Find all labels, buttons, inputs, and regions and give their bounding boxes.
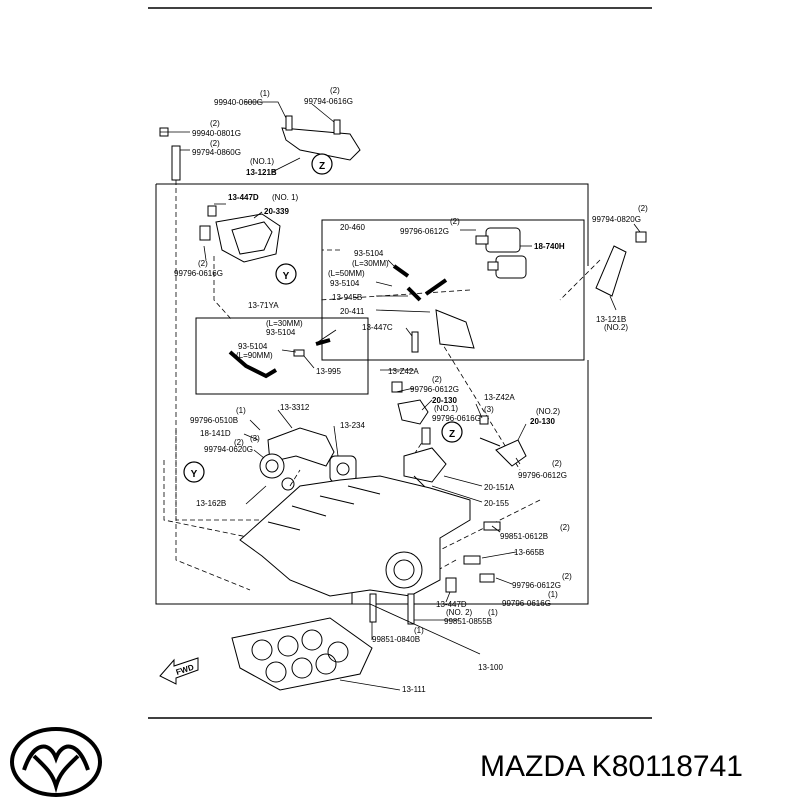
label-qty: (NO.2) [604,323,628,332]
label-qty: (3) [484,405,494,414]
label-qty: (L=90MM) [236,351,273,360]
label-qty: (2) [560,523,570,532]
parts-linework [159,115,647,691]
label-qty: (2) [432,375,442,384]
mazda-logo-icon [10,727,102,797]
label-qty: (L=30MM) [352,259,389,268]
part-label: 20-130 [530,417,555,426]
part-label: 99796-0616G [174,269,223,278]
part-label: 13-111 [402,685,426,694]
stud-part [369,593,377,623]
part-label: 13-100 [478,663,503,672]
fwd-arrow: FWD [159,657,199,685]
part-label: 99851-0840B [372,635,420,644]
label-qty: (2) [198,259,208,268]
part-label: 99794-0820G [592,215,641,224]
part-label: 13-447C [362,323,393,332]
part-label: 20-151A [484,483,515,492]
part-label: 13-121B [596,315,626,324]
part-label: 93-5104 [238,342,268,351]
label-leaders [160,101,641,691]
label-qty: (NO. 2) [446,608,473,617]
part-label: 99794-0860G [192,148,241,157]
label-qty: (L=50MM) [328,269,365,278]
part-caption: MAZDA K80118741 [480,750,743,783]
part-label: 13-447D [228,193,259,202]
label-qty: (L=30MM) [266,319,303,328]
part-label: 20-130 [432,396,457,405]
part-label: 99796-0612G [410,385,459,394]
label-qty: (1) [260,89,270,98]
part-label: 20-155 [484,499,509,508]
label-qty: (2) [210,119,220,128]
part-label: 13-Z42A [388,367,419,376]
canister-part [215,213,281,263]
part-label: 20-411 [340,307,365,316]
part-label: 99796-0616G [502,599,551,608]
bracket-no1-part [281,127,361,161]
vacuum-hose-part [392,264,410,278]
label-qty: (1) [548,590,558,599]
part-label: 13-995 [316,367,341,376]
label-qty: (1) [488,608,498,617]
part-label: 93-5104 [330,279,360,288]
part-label: 13-945B [332,293,362,302]
part-labels: (1) 99940-0600G (2) 99794-0616G (2) 9994… [174,86,648,694]
callout-y-canister: Y [283,271,290,282]
part-label: 20-460 [340,223,365,232]
intake-manifold-part [239,475,471,597]
part-label: 93-5104 [354,249,384,258]
part-label: 99796-0612G [400,227,449,236]
label-qty: (1) [414,626,424,635]
part-label: 13-71YA [248,301,279,310]
part-label: 99796-0612G [518,471,567,480]
solenoid-valve-part [485,227,521,253]
part-label: 99796-0510B [190,416,238,425]
label-qty: (2) [330,86,340,95]
part-label: 99796-0612G [512,581,561,590]
label-qty: (NO. 1) [272,193,299,202]
hose-box [195,317,369,395]
label-qty: (NO.1) [434,404,458,413]
part-label: 13-665B [514,548,544,557]
label-qty: (2) [562,572,572,581]
part-label: 13-234 [340,421,365,430]
part-label: 18-740H [534,242,565,251]
part-label: 13-447D [436,600,467,609]
part-label: 99851-0612B [500,532,548,541]
label-qty: (2) [450,217,460,226]
callout-y-pipe: Y [191,469,198,480]
callout-z-top: Z [319,161,325,172]
manifold-gasket-part [231,617,373,691]
vacuum-box [321,219,585,361]
part-label: 13-162B [196,499,226,508]
part-label: 13-121B [246,168,277,177]
part-label: 99794-0620G [204,445,253,454]
label-qty: (2) [638,204,648,213]
part-label: 20-339 [264,207,289,216]
part-label: 13-Z42A [484,393,515,402]
bracket-no2-part [595,245,627,297]
part-label: 99794-0616G [304,97,353,106]
label-qty: (2) [210,139,220,148]
label-qty: (NO.1) [250,157,274,166]
part-label: 13-3312 [280,403,310,412]
part-label: 18-141D [200,429,231,438]
part-label: 93-5104 [266,328,296,337]
callout-z-mid: Z [449,429,455,440]
part-label: 99940-0600G [214,98,263,107]
label-qty: (3) [250,434,260,443]
hose-part [228,350,278,379]
part-label: 99940-0801G [192,129,241,138]
label-qty: (1) [236,406,246,415]
label-qty: (NO.2) [536,407,560,416]
part-label: 99851-0855B [444,617,492,626]
label-qty: (2) [234,438,244,447]
part-label: 99796-0616G [432,414,481,423]
label-qty: (2) [552,459,562,468]
